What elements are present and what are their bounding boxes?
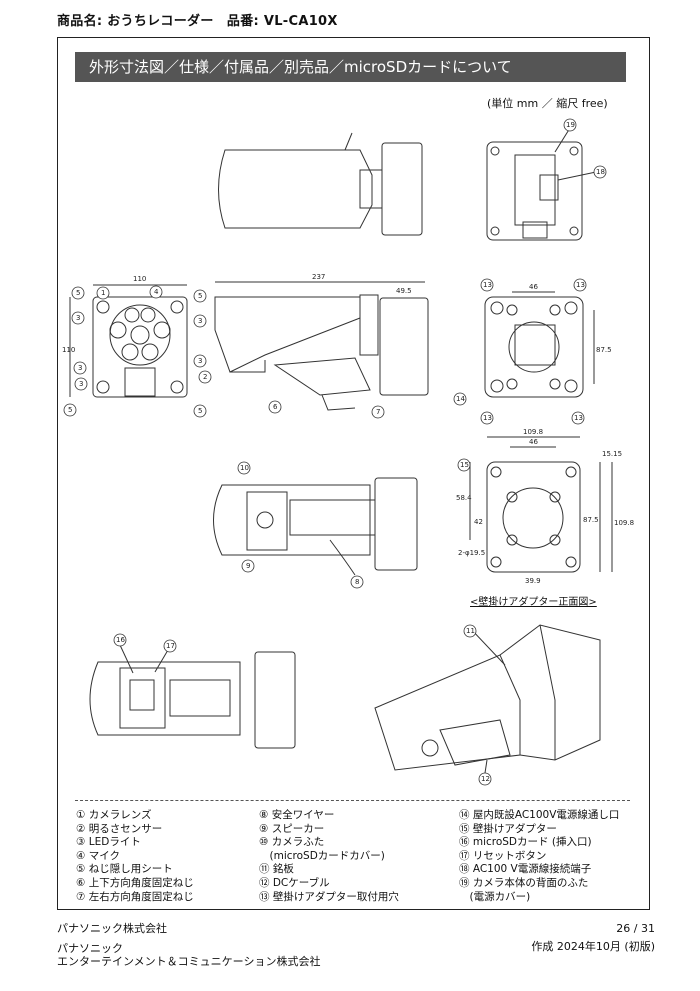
dim-39-9: 39.9	[525, 577, 541, 585]
product-header: 商品名: おうちレコーダー 品番: VL-CA10X	[57, 14, 338, 29]
svg-text:13: 13	[576, 281, 585, 289]
legend-item: ④ マイク	[76, 849, 121, 862]
perspective-view-drawing	[374, 624, 601, 774]
legend-item: ⑧ 安全ワイヤー	[259, 809, 335, 821]
legend-column-1: ① カメラレンズ ② 明るさセンサー ③ LEDライト ④ マイク ⑤ ねじ隠し…	[76, 809, 194, 904]
adapter-caption: <壁掛けアダプター正面図>	[470, 597, 597, 608]
legend-item: ⑱ AC100 V電源線接続端子	[459, 863, 592, 876]
legend-item: ⑮ 壁掛けアダプター	[459, 822, 557, 835]
svg-text:5: 5	[198, 407, 202, 415]
scale-note: (単位 mm ／ 縮尺 free)	[487, 97, 608, 110]
top-view-drawing	[218, 132, 423, 236]
svg-text:5: 5	[76, 289, 80, 297]
dim-2-phi: 2-φ19.5	[458, 549, 485, 557]
dim-15-15: 15.15	[602, 450, 622, 458]
content-frame	[57, 37, 650, 910]
legend-item: ⑤ ねじ隠し用シート	[76, 863, 173, 876]
legend-item: ⑥ 上下方向角度固定ねじ	[76, 876, 194, 889]
svg-text:19: 19	[566, 121, 575, 129]
divider	[75, 800, 630, 801]
legend-item: ⑲ カメラ本体の背面のふた	[459, 876, 589, 889]
card-slot-view-drawing	[89, 644, 296, 749]
page-number: 26 / 31	[616, 922, 655, 935]
dim-109-8-top: 109.8	[523, 428, 543, 436]
legend-item: ⑰ リセットボタン	[459, 849, 547, 862]
legend-item: ⑭ 屋内既設AC100V電源線通し口	[459, 809, 620, 821]
dim-49-5: 49.5	[396, 287, 412, 295]
svg-text:1: 1	[101, 289, 105, 297]
svg-text:13: 13	[574, 414, 583, 422]
dim-87-5-b: 87.5	[583, 516, 599, 524]
legend-item: ⑬ 壁掛けアダプター取付用穴	[259, 890, 399, 903]
svg-text:6: 6	[273, 403, 278, 411]
svg-text:17: 17	[166, 642, 175, 650]
dim-46-a: 46	[529, 283, 538, 291]
legend-item: (microSDカードカバー)	[259, 849, 385, 862]
dim-42: 42	[474, 518, 483, 526]
legend-item: ③ LEDライト	[76, 836, 141, 849]
svg-text:10: 10	[240, 464, 249, 472]
dim-87-5-a: 87.5	[596, 346, 612, 354]
company-name-2b: エンターテインメント＆コミュニケーション株式会社	[57, 955, 321, 968]
dim-110-top: 110	[133, 275, 146, 283]
legend-item: ② 明るさセンサー	[76, 822, 163, 835]
svg-text:11: 11	[466, 627, 475, 635]
svg-text:8: 8	[355, 578, 359, 586]
svg-text:12: 12	[481, 775, 490, 783]
adapter-front-drawing	[469, 436, 613, 573]
created-date: 作成 2024年10月 (初版)	[531, 940, 655, 953]
svg-text:5: 5	[198, 292, 202, 300]
svg-text:9: 9	[246, 562, 250, 570]
svg-text:4: 4	[154, 288, 159, 296]
svg-text:3: 3	[198, 357, 202, 365]
legend-column-3: ⑭ 屋内既設AC100V電源線通し口 ⑮ 壁掛けアダプター ⑯ microSDカ…	[459, 809, 619, 904]
legend-item: (電源カバー)	[459, 890, 531, 903]
svg-text:7: 7	[376, 408, 380, 416]
svg-text:13: 13	[483, 281, 492, 289]
svg-text:2: 2	[203, 373, 207, 381]
svg-text:3: 3	[79, 380, 83, 388]
svg-text:5: 5	[68, 406, 72, 414]
dim-109-8-right: 109.8	[614, 519, 634, 527]
svg-text:16: 16	[116, 636, 125, 644]
section-title: 外形寸法図／仕様／付属品／別売品／microSDカードについて	[75, 52, 626, 82]
svg-text:3: 3	[78, 364, 82, 372]
dim-237: 237	[312, 273, 325, 281]
dim-58-4: 58.4	[456, 494, 472, 502]
front-view-drawing	[69, 284, 188, 398]
side-view-drawing	[214, 281, 429, 411]
back-view-drawing	[486, 127, 597, 241]
legend-item: ⑪ 銘板	[259, 863, 294, 876]
legend-item: ⑨ スピーカー	[259, 822, 325, 835]
dim-110-side: 110	[62, 346, 75, 354]
company-name-2a: パナソニック	[57, 942, 123, 955]
svg-text:18: 18	[596, 168, 605, 176]
rear-adapter-drawing	[484, 291, 595, 398]
svg-text:3: 3	[76, 314, 80, 322]
svg-text:15: 15	[460, 461, 469, 469]
legend-column-2: ⑧ 安全ワイヤー ⑨ スピーカー ⑩ カメラふた (microSDカードカバー)…	[259, 809, 399, 904]
svg-text:3: 3	[198, 317, 202, 325]
legend-item: ⑫ DCケーブル	[259, 876, 330, 889]
svg-text:14: 14	[456, 395, 465, 403]
legend-item: ⑯ microSDカード (挿入口)	[459, 836, 592, 849]
legend-item: ⑦ 左右方向角度固定ねじ	[76, 890, 194, 903]
svg-text:13: 13	[483, 414, 492, 422]
dim-46-b: 46	[529, 438, 538, 446]
underside-drawing	[213, 477, 418, 576]
company-name-1: パナソニック株式会社	[57, 922, 167, 935]
legend-item: ① カメラレンズ	[76, 809, 152, 821]
legend-item: ⑩ カメラふた	[259, 836, 325, 849]
